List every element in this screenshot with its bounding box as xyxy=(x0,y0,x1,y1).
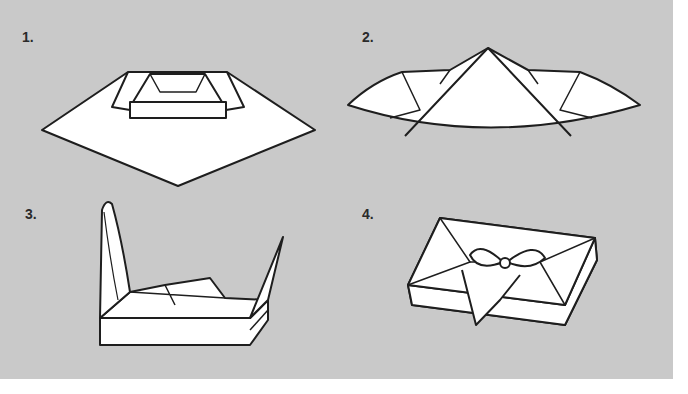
step-number: 2. xyxy=(362,30,374,44)
step-2-figure xyxy=(348,48,640,136)
step-1-figure xyxy=(42,72,315,186)
step-4-figure xyxy=(408,218,597,325)
fold-drawings xyxy=(42,48,640,345)
step-number: 1. xyxy=(22,30,34,44)
step-3-figure xyxy=(100,202,283,345)
step-number: 4. xyxy=(362,207,374,221)
step-number: 3. xyxy=(25,207,37,221)
background-panel xyxy=(0,0,673,379)
